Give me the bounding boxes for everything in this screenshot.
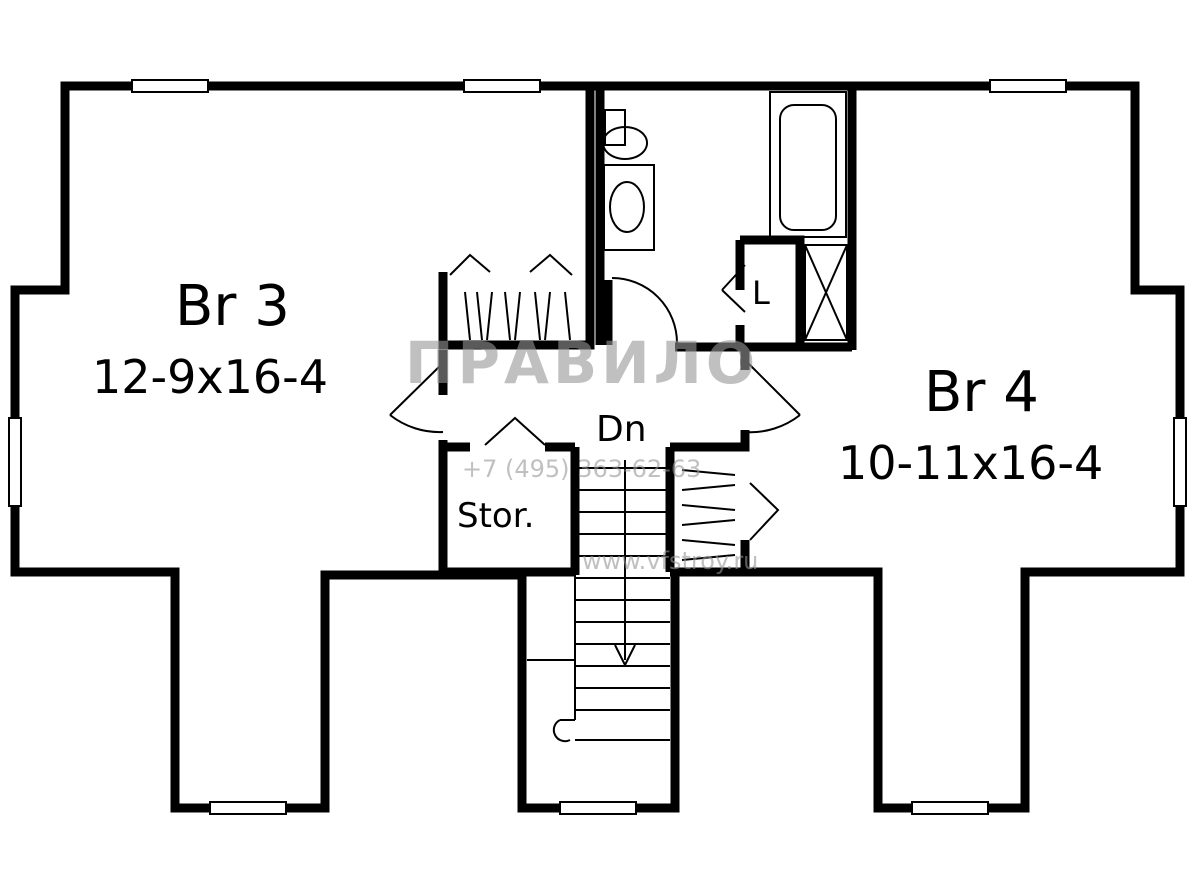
door-swing bbox=[389, 362, 444, 434]
hvac bbox=[804, 244, 848, 341]
door-swing bbox=[744, 362, 801, 434]
room-size-br3: 12-9x16-4 bbox=[92, 350, 329, 404]
closet-door bbox=[484, 416, 546, 446]
vanity bbox=[603, 164, 655, 251]
linen-door bbox=[721, 264, 746, 313]
door-swing bbox=[611, 277, 678, 344]
wall-linen bbox=[735, 235, 805, 345]
hvac-cross bbox=[804, 244, 848, 341]
window bbox=[8, 417, 22, 507]
window bbox=[463, 79, 541, 93]
room-name-storage: Stor. bbox=[457, 496, 535, 536]
window bbox=[1173, 417, 1187, 507]
window bbox=[559, 801, 637, 815]
stair-treads bbox=[527, 460, 670, 743]
window bbox=[209, 801, 287, 815]
wall-stair-right bbox=[665, 350, 750, 577]
room-name-br4: Br 4 bbox=[924, 360, 1039, 425]
window bbox=[131, 79, 209, 93]
bathtub bbox=[769, 91, 847, 238]
stairs-label: Dn bbox=[596, 409, 647, 450]
toilet bbox=[602, 109, 649, 160]
sink bbox=[609, 181, 645, 233]
room-name-linen: L bbox=[752, 274, 770, 312]
window bbox=[989, 79, 1067, 93]
wall-hall-left bbox=[438, 350, 575, 577]
wall-br3-bath bbox=[438, 86, 595, 350]
room-size-br4: 10-11x16-4 bbox=[838, 436, 1104, 490]
watermark-logo: ПРАВИЛО bbox=[405, 329, 760, 397]
room-name-br3: Br 3 bbox=[175, 274, 290, 339]
watermark-url: www.vfstroy.ru bbox=[582, 547, 759, 575]
closet-door bbox=[449, 253, 573, 276]
closet-door bbox=[749, 482, 780, 541]
watermark-phone: +7 (495) 363-62-63 bbox=[462, 455, 702, 483]
exterior-wall bbox=[10, 81, 1185, 813]
bathtub-basin bbox=[779, 104, 837, 231]
window bbox=[911, 801, 989, 815]
closet-rods bbox=[464, 291, 571, 341]
closet-rods bbox=[681, 469, 736, 561]
